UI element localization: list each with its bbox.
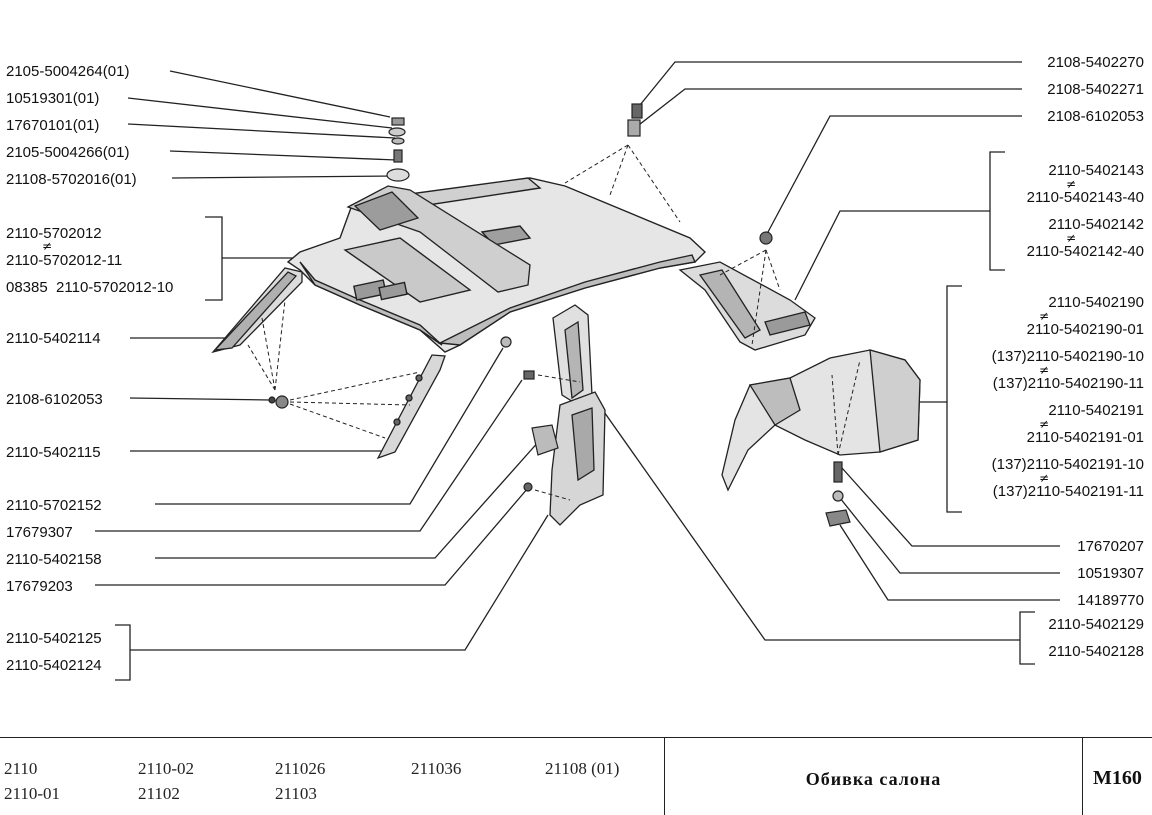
- footer-divider: [1082, 737, 1083, 815]
- label-r13: 2110-5402191-01: [1027, 429, 1144, 446]
- leader-l15: [95, 487, 529, 586]
- label-l16: 2110-5402125: [6, 630, 102, 647]
- label-l6: 2110-5702012: [6, 225, 102, 242]
- label-l7: 2110-5702012-11: [6, 252, 122, 269]
- leader-l12: [155, 347, 504, 505]
- leader-l1: [169, 70, 391, 118]
- roof-console: [346, 185, 531, 293]
- label-l5: 21108-5702016(01): [6, 171, 137, 188]
- bracket-r8-r15: [946, 285, 962, 513]
- label-l17: 2110-5402124: [6, 657, 102, 674]
- leader-l4: [169, 150, 397, 161]
- neq-symbol: ≠: [1039, 309, 1049, 323]
- model-21102: 21102: [138, 784, 180, 803]
- model-2110-02: 2110-02: [138, 759, 195, 778]
- footer-divider: [664, 737, 665, 815]
- neq-symbol: ≠: [1066, 177, 1076, 191]
- leader-l16-l17: [130, 514, 549, 651]
- leader-r19-r20: [589, 391, 1020, 641]
- model-21108-01: 21108 (01): [545, 759, 620, 778]
- label-r6: 2110-5402142: [1048, 216, 1144, 233]
- leader-l14: [155, 439, 541, 559]
- label-r15: (137)2110-5402191-11: [993, 483, 1144, 500]
- sheet-title: Обивка салона: [805, 769, 942, 789]
- model-21103: 21103: [275, 784, 317, 803]
- label-r9: 2110-5402190-01: [1027, 321, 1144, 338]
- model-2110: 2110: [4, 759, 38, 778]
- leader-l5: [171, 175, 399, 179]
- label-r5: 2110-5402143-40: [1027, 189, 1144, 206]
- label-l3: 17670101(01): [6, 117, 99, 134]
- label-l14: 2110-5402158: [6, 551, 102, 568]
- leader-r3: [767, 115, 1022, 233]
- leader-r18: [839, 524, 1060, 601]
- leader-r2: [634, 88, 1022, 129]
- dashed-pointers: [247, 144, 861, 501]
- label-r18: 14189770: [1077, 592, 1144, 609]
- label-l15: 17679203: [6, 578, 73, 595]
- label-r2: 2108-5402271: [1047, 81, 1144, 98]
- label-l1: 2105-5004264(01): [6, 63, 129, 80]
- model-211036: 211036: [411, 759, 462, 778]
- bracket-r19-r20: [1019, 611, 1035, 665]
- model-211026: 211026: [275, 759, 326, 778]
- leader-l3: [127, 123, 396, 139]
- sheet-code: M160: [1093, 767, 1142, 789]
- label-l2: 10519301(01): [6, 90, 99, 107]
- leader-r17: [839, 497, 1060, 574]
- label-r10: (137)2110-5402190-10: [992, 348, 1144, 365]
- label-l10: 2108-6102053: [6, 391, 103, 408]
- neq-symbol: ≠: [42, 239, 52, 253]
- neq-symbol: ≠: [1039, 417, 1049, 431]
- label-r3: 2108-6102053: [1047, 108, 1144, 125]
- parts-diagram: 2105-5004264(01) 10519301(01) 17670101(0…: [6, 54, 1144, 681]
- neq-symbol: ≠: [1066, 231, 1076, 245]
- label-r1: 2108-5402270: [1047, 54, 1144, 71]
- c-pillar-trim: [678, 261, 816, 351]
- label-r8: 2110-5402190: [1048, 294, 1144, 311]
- label-l9: 2110-5402114: [6, 330, 101, 347]
- bracket-l6-l8: [205, 216, 223, 301]
- label-r4: 2110-5402143: [1048, 162, 1144, 179]
- label-r12: 2110-5402191: [1048, 402, 1144, 419]
- label-r14: (137)2110-5402191-10: [992, 456, 1144, 473]
- model-2110-01: 2110-01: [4, 784, 61, 803]
- label-l8: 08385 2110-5702012-10: [6, 279, 173, 296]
- a-pillar-trim: [211, 267, 303, 354]
- neq-symbol: ≠: [1039, 363, 1049, 377]
- centre-pillar-lower: [549, 391, 606, 526]
- label-l13: 17679307: [6, 524, 73, 541]
- label-r20: 2110-5402128: [1048, 643, 1144, 660]
- bracket-r4-r7: [989, 151, 1005, 271]
- label-r16: 17670207: [1077, 538, 1144, 555]
- label-r11: (137)2110-5402190-11: [993, 375, 1144, 392]
- label-l4: 2105-5004266(01): [6, 144, 129, 161]
- fasteners: [268, 103, 851, 527]
- trunk-side-trim: [721, 349, 921, 492]
- centre-pillar-upper: [552, 304, 593, 406]
- leader-r16: [841, 467, 1060, 547]
- b-pillar-strip: [376, 354, 446, 460]
- label-l12: 2110-5702152: [6, 497, 102, 514]
- footer-divider: [0, 737, 1152, 738]
- label-r17: 10519307: [1077, 565, 1144, 582]
- label-l11: 2110-5402115: [6, 444, 101, 461]
- title-block: 2110 2110-02 211026 211036 21108 (01) 21…: [0, 737, 1152, 815]
- bracket-l16-l17: [115, 624, 131, 681]
- leader-r4-r7: [794, 210, 990, 301]
- leader-l2: [127, 97, 393, 129]
- leader-l10: [129, 397, 271, 401]
- neq-symbol: ≠: [1039, 471, 1049, 485]
- leader-l13: [95, 379, 523, 532]
- label-r19: 2110-5402129: [1048, 616, 1144, 633]
- label-r7: 2110-5402142-40: [1027, 243, 1144, 260]
- leader-r1: [639, 61, 1022, 106]
